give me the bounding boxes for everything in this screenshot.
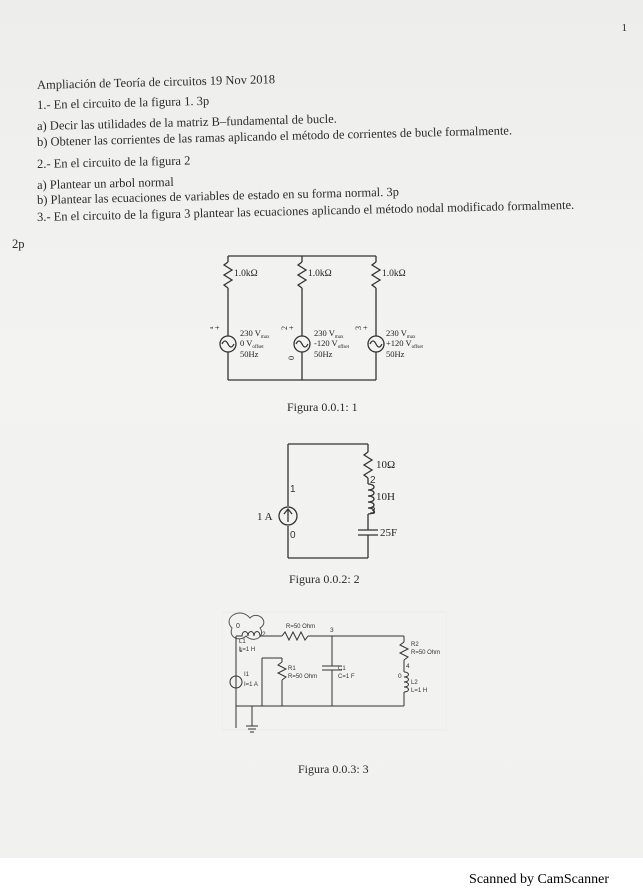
fig3-r1-name: R1 [288,666,296,672]
fig2-node-2: 2 [370,475,376,486]
fig1-ground-node: 0 [287,356,296,360]
fig1-s1-offset: 0 Voffset [240,338,264,350]
fig1-node-1: 1 [210,326,215,330]
figure-2-circuit: 10Ω 10H 25F 1 A 1 2 3 0 [257,443,397,559]
figure-1-caption: Figura 0.0.1: 1 [287,400,358,414]
fig3-c1-name: C1 [338,666,346,672]
fig1-s3-freq: 50Hz [386,349,405,359]
fig1-plus-3: + [361,325,370,330]
fig3-rtop-value: R=50 Ohm [286,624,315,630]
fig1-plus-2: + [287,325,296,330]
fig2-capacitor-label: 25F [380,527,397,539]
fig1-r2-label: 1.0kΩ [308,269,332,279]
fig2-node-0: 0 [290,530,296,541]
fig1-node-2: 2 [280,326,289,330]
scanned-page: 1 Ampliación de Teoría de circuitos 19 N… [0,0,643,858]
fig1-s1-freq: 50Hz [240,349,259,359]
fig3-r2-name: R2 [411,642,419,648]
fig3-node-0b: 0 [398,673,402,680]
fig1-s2-freq: 50Hz [314,349,333,359]
fig1-s2-amp: 230 Vmax [314,328,344,340]
figure-2-caption: Figura 0.0.2: 2 [289,572,360,586]
fig3-l2-name: L2 [411,680,418,686]
fig1-s1-amp: 230 Vmax [240,328,270,340]
fig3-node-3: 3 [330,627,334,634]
fig3-node-2: 2 [262,631,266,638]
question-1: 1.- En el circuito de la figura 1. 3p [36,93,210,112]
scan-watermark: Scanned by CamScanner [469,872,609,887]
question-3-points: 2p [12,237,25,251]
fig1-node-3: 3 [354,326,363,330]
fig2-source-label: 1 A [257,511,273,523]
fig1-plus-1: + [213,325,222,330]
fig3-l2-value: L=1 H [411,688,427,694]
fig3-node-1: 1 [239,647,243,654]
fig3-i1-name: I1 [244,672,250,678]
fig1-s3-amp: 230 Vmax [386,328,416,340]
fig1-s2-offset: -120 Voffset [314,338,350,350]
fig3-node-4: 4 [406,663,410,670]
exam-title: Ampliación de Teoría de circuitos 19 Nov… [36,72,276,92]
fig3-l1-name: L1 [239,639,246,645]
figure-3-caption: Figura 0.0.3: 3 [298,762,369,776]
figure-3-circuit: 0 1 2 3 4 0 L1 L=1 H R=50 Ohm R2 R=50 Oh… [222,611,447,733]
fig3-c1-value: C=1 F [338,674,355,680]
fig2-inductor-label: 10H [376,491,395,503]
fig3-i1-value: I=1 A [244,682,258,688]
fig3-node-0: 0 [236,623,240,630]
fig2-node-3: 3 [370,506,376,517]
figure-1-circuit: 1.0kΩ 1.0kΩ 1.0kΩ + 1 + 2 + 3 0 230 Vmax… [210,255,424,381]
question-2: 2.- En el circuito de la figura 2 [36,153,191,171]
page-number: 1 [621,22,628,34]
fig2-node-1: 1 [290,484,296,495]
fig3-l1-value: L=1 H [239,647,255,653]
fig3-r1-value: R=50 Ohm [288,674,317,680]
fig2-resistor-label: 10Ω [376,459,395,471]
fig1-r3-label: 1.0kΩ [382,269,406,279]
fig3-r2-value: R=50 Ohm [411,650,440,656]
fig1-r1-label: 1.0kΩ [234,269,258,279]
fig1-s3-offset: +120 Voffset [386,338,424,350]
